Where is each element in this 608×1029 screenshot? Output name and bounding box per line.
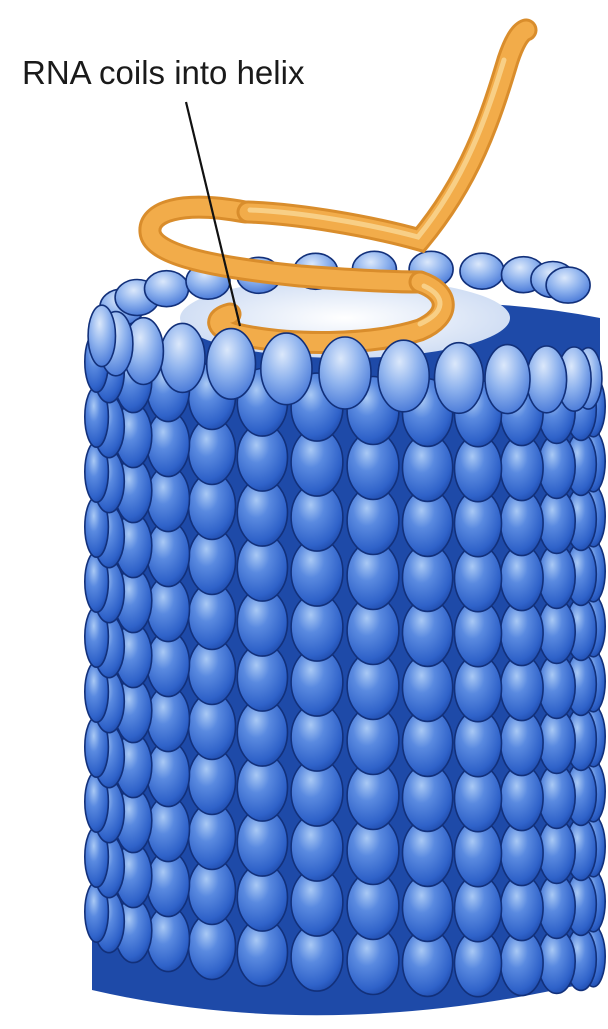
capsomere-top bbox=[261, 333, 312, 405]
capsomere-top bbox=[378, 340, 429, 412]
capsomere-top bbox=[460, 253, 504, 289]
capsomere-top bbox=[527, 346, 567, 413]
capsomere-top bbox=[435, 343, 484, 414]
capsomere-top bbox=[207, 329, 256, 400]
capsomere-top bbox=[319, 337, 371, 409]
capsomere-top bbox=[546, 267, 590, 303]
annotation-label: RNA coils into helix bbox=[22, 54, 305, 91]
capsomere-top bbox=[485, 345, 530, 414]
capsomere-top bbox=[145, 271, 189, 307]
capsomere-top bbox=[88, 305, 115, 366]
capsomere-top bbox=[160, 323, 205, 392]
